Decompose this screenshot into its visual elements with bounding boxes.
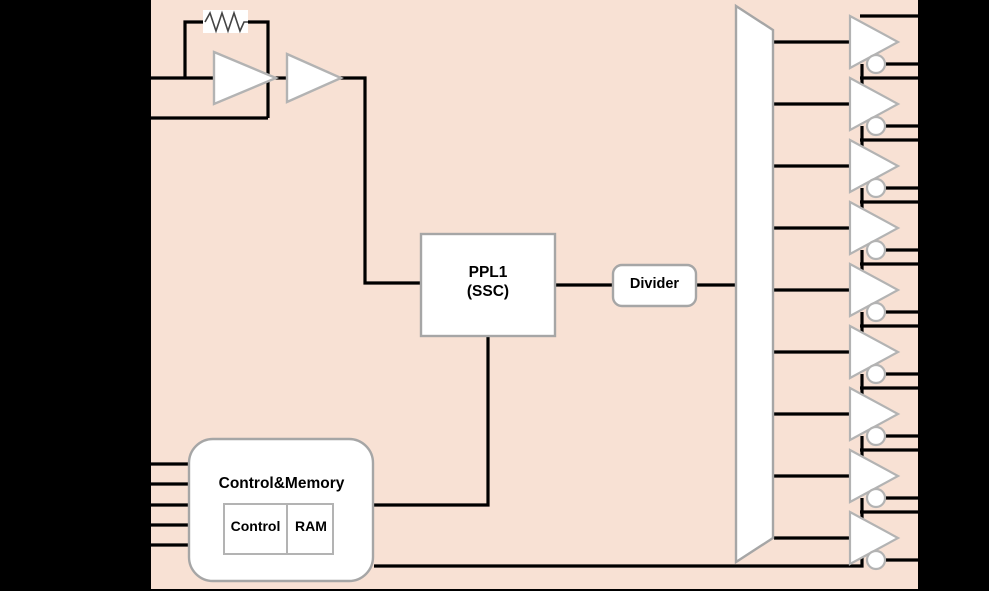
wire-control-bottom-bus bbox=[374, 542, 864, 568]
ram-sub-block[interactable] bbox=[286, 503, 334, 555]
fanout-trapezoid[interactable] bbox=[734, 3, 775, 565]
wire-feedback-left bbox=[183, 20, 206, 78]
inverting-bubble-icon bbox=[865, 53, 887, 75]
output-buffer-7[interactable] bbox=[848, 386, 901, 447]
output-amplifier bbox=[285, 52, 344, 104]
inverting-bubble-icon bbox=[865, 177, 887, 199]
wire-pll-to-control bbox=[374, 336, 490, 507]
inverting-bubble-icon bbox=[865, 363, 887, 385]
right-mask bbox=[918, 0, 989, 591]
left-mask bbox=[0, 0, 151, 591]
output-buffer-5[interactable] bbox=[848, 262, 901, 323]
inverting-bubble-icon bbox=[865, 487, 887, 509]
output-buffer-3[interactable] bbox=[848, 138, 901, 199]
wire-amp2-to-pll bbox=[340, 76, 421, 285]
control-sub-block[interactable] bbox=[223, 503, 288, 555]
wire-feedback-right bbox=[246, 20, 270, 118]
divider-block[interactable] bbox=[611, 263, 698, 308]
inverting-bubble-icon bbox=[865, 239, 887, 261]
output-buffer-6[interactable] bbox=[848, 324, 901, 385]
bottom-mask bbox=[0, 589, 989, 591]
inverting-bubble-icon bbox=[865, 115, 887, 137]
output-buffer-1[interactable] bbox=[848, 14, 901, 75]
feedback-resistor bbox=[203, 10, 248, 34]
inverting-bubble-icon bbox=[865, 301, 887, 323]
inverting-bubble-icon bbox=[865, 425, 887, 447]
output-buffer-2[interactable] bbox=[848, 76, 901, 137]
output-buffer-4[interactable] bbox=[848, 200, 901, 261]
output-buffer-9[interactable] bbox=[848, 510, 901, 571]
inverting-bubble-icon bbox=[865, 549, 887, 571]
pll-block[interactable] bbox=[419, 232, 557, 338]
output-buffer-8[interactable] bbox=[848, 448, 901, 509]
oscillator-amplifier bbox=[212, 50, 280, 106]
